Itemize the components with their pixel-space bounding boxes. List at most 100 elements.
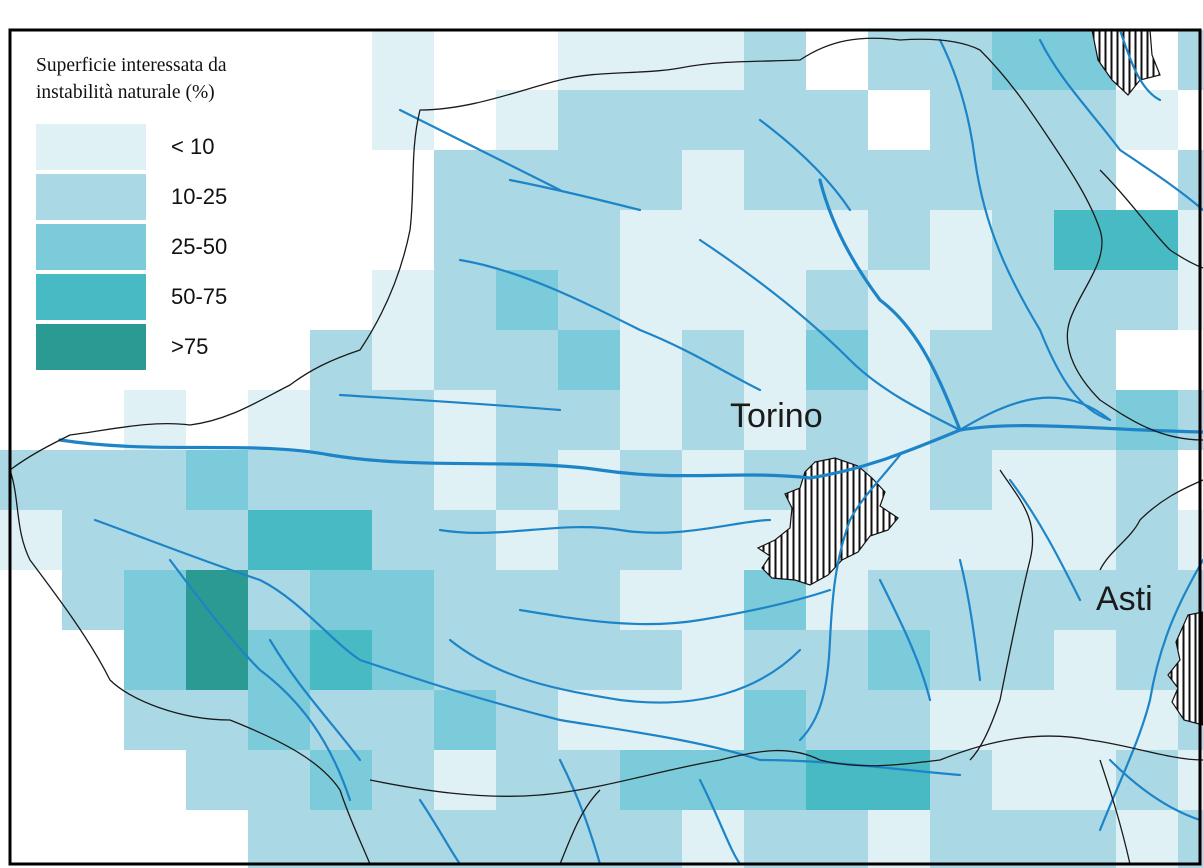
grid-cell (868, 810, 930, 868)
grid-cell (620, 450, 682, 510)
river-line (938, 38, 1112, 422)
grid-cell (62, 570, 124, 630)
rivers (58, 28, 1203, 866)
river-line (458, 258, 762, 392)
grid-cell (434, 270, 496, 330)
grid-cell (682, 630, 744, 690)
grid-cell (682, 510, 744, 570)
legend-item-10-25: 10-25 (36, 172, 326, 222)
grid-cell (496, 510, 558, 570)
grid-cell (744, 270, 806, 330)
grid-cell (620, 570, 682, 630)
grid-cell (992, 690, 1054, 750)
grid-cell (744, 90, 806, 150)
grid-cell (930, 210, 992, 270)
grid-cell (930, 630, 992, 690)
grid-cell (558, 330, 620, 390)
grid-cell (620, 210, 682, 270)
grid-cell (496, 690, 558, 750)
grid-cell (930, 810, 992, 868)
boundary-line (1099, 759, 1131, 865)
boundary-line (369, 735, 1203, 797)
grid-cell (1054, 210, 1116, 270)
grid-cell (868, 750, 930, 810)
grid-cell (930, 150, 992, 210)
grid-cell (992, 150, 1054, 210)
river-line (758, 118, 852, 212)
grid-cell (806, 630, 868, 690)
grid-cell (124, 630, 186, 690)
legend-swatch (36, 274, 146, 320)
grid-cell (372, 810, 434, 868)
grid-cell (1054, 390, 1116, 450)
boundary-line (9, 37, 1203, 471)
grid-cell (124, 390, 186, 450)
grid-cell (1116, 510, 1178, 570)
asti-urban-area (1167, 611, 1203, 726)
grid-cell (682, 330, 744, 390)
legend-items: < 10 10-25 25-50 50-75 >75 (36, 122, 326, 372)
legend-swatch (36, 324, 146, 370)
river-line (58, 424, 1203, 480)
grid-cell (744, 810, 806, 868)
grid-cell (744, 750, 806, 810)
grid-cell (992, 30, 1054, 90)
river-line (558, 758, 602, 866)
grid-cell (310, 570, 372, 630)
grid-cell (682, 210, 744, 270)
grid-cell (248, 690, 310, 750)
grid-cell (124, 510, 186, 570)
grid-cell (806, 690, 868, 750)
grid-cell (868, 690, 930, 750)
grid-cell (620, 270, 682, 330)
grid-cell (868, 210, 930, 270)
grid-cell (310, 390, 372, 450)
grid-cell (992, 210, 1054, 270)
grid-cell (186, 510, 248, 570)
grid-cell (1054, 810, 1116, 868)
river-line (448, 638, 802, 704)
grid-cell (310, 330, 372, 390)
grid-cell (806, 150, 868, 210)
river-line (1038, 38, 1203, 212)
grid-cell (558, 750, 620, 810)
grid-cell (496, 390, 558, 450)
grid-cell (496, 90, 558, 150)
grid-cell (992, 90, 1054, 150)
legend-item-lt10: < 10 (36, 122, 326, 172)
river-line (698, 778, 742, 866)
grid-cell (558, 90, 620, 150)
grid-cell (372, 30, 434, 90)
city-label-asti: Asti (1096, 580, 1153, 618)
map-legend: Superficie interessata da instabilità na… (36, 52, 326, 372)
river-line (418, 798, 462, 866)
river-line (798, 518, 852, 742)
legend-title: Superficie interessata da instabilità na… (36, 52, 326, 106)
grid-cell (310, 510, 372, 570)
river-line (818, 178, 962, 432)
grid-cell (248, 390, 310, 450)
grid-cell (682, 810, 744, 868)
legend-label: < 10 (171, 134, 215, 159)
grid-cell (744, 390, 806, 450)
grid-cell (1116, 450, 1178, 510)
map-border (8, 28, 1202, 866)
grid-cell (1054, 270, 1116, 330)
grid-cell (496, 810, 558, 868)
grid-cell (682, 450, 744, 510)
grid-cell (992, 570, 1054, 630)
grid-cell (1116, 570, 1178, 630)
grid-cell (434, 510, 496, 570)
grid-cell (124, 450, 186, 510)
grid-cell (558, 30, 620, 90)
grid-cell (930, 690, 992, 750)
legend-title-line1: Superficie interessata da (36, 55, 227, 76)
grid-cell (558, 150, 620, 210)
torino-urban-area (756, 457, 899, 586)
boundary-line (9, 469, 371, 865)
grid-cell (434, 570, 496, 630)
urban-areas (756, 29, 1203, 726)
river-line (268, 638, 362, 762)
grid-cell (1054, 630, 1116, 690)
